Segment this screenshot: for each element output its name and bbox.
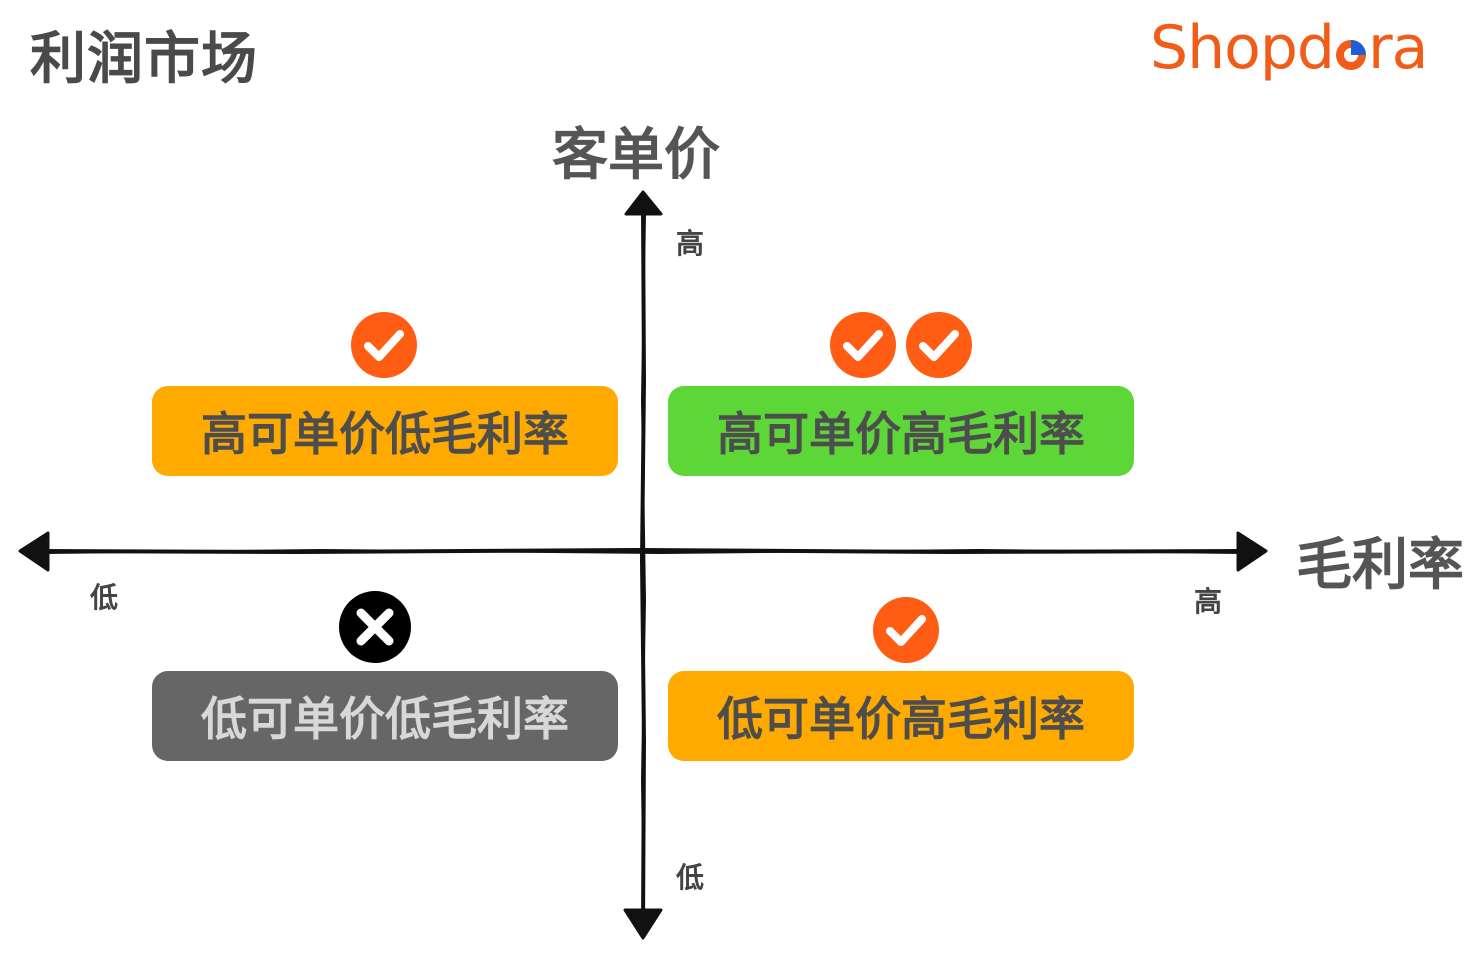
check-icon — [351, 312, 417, 378]
y-axis-title: 客单价 — [552, 123, 720, 188]
y-axis-arrow-up-icon — [624, 190, 663, 216]
quadrant-high-price-high-margin: 高可单价高毛利率 — [668, 386, 1134, 476]
cross-icon — [337, 591, 413, 663]
x-axis-arrow-left-icon — [18, 531, 50, 572]
quadrant-low-price-high-margin: 低可单价高毛利率 — [668, 671, 1134, 761]
logo-text-ra: ra — [1368, 13, 1428, 83]
logo-text-shop: Shop — [1150, 13, 1298, 83]
quadrant-label: 低可单价高毛利率 — [717, 692, 1085, 746]
logo-text-d: d — [1296, 13, 1335, 83]
quadrant-low-price-low-margin: 低可单价低毛利率 — [152, 671, 618, 761]
x-axis-high-label: 高 — [1194, 585, 1223, 618]
y-axis-arrow-down-icon — [623, 908, 663, 940]
y-axis-high-label: 高 — [676, 227, 705, 260]
quadrant-label: 高可单价高毛利率 — [717, 407, 1085, 461]
x-axis-line-sketch — [43, 549, 1241, 554]
quadrant-label: 低可单价低毛利率 — [201, 692, 569, 746]
y-axis-line-sketch — [641, 213, 646, 925]
quadrant-label: 高可单价低毛利率 — [201, 407, 569, 461]
y-axis-low-label: 低 — [676, 861, 705, 894]
quadrant-high-price-low-margin: 高可单价低毛利率 — [152, 386, 618, 476]
x-axis-low-label: 低 — [90, 581, 119, 614]
check-icon — [906, 312, 972, 378]
check-icon — [873, 597, 939, 663]
page-title: 利润市场 — [30, 27, 258, 92]
x-axis-title: 毛利率 — [1296, 533, 1464, 598]
check-icon — [830, 312, 896, 378]
x-axis-arrow-right-icon — [1236, 531, 1268, 572]
